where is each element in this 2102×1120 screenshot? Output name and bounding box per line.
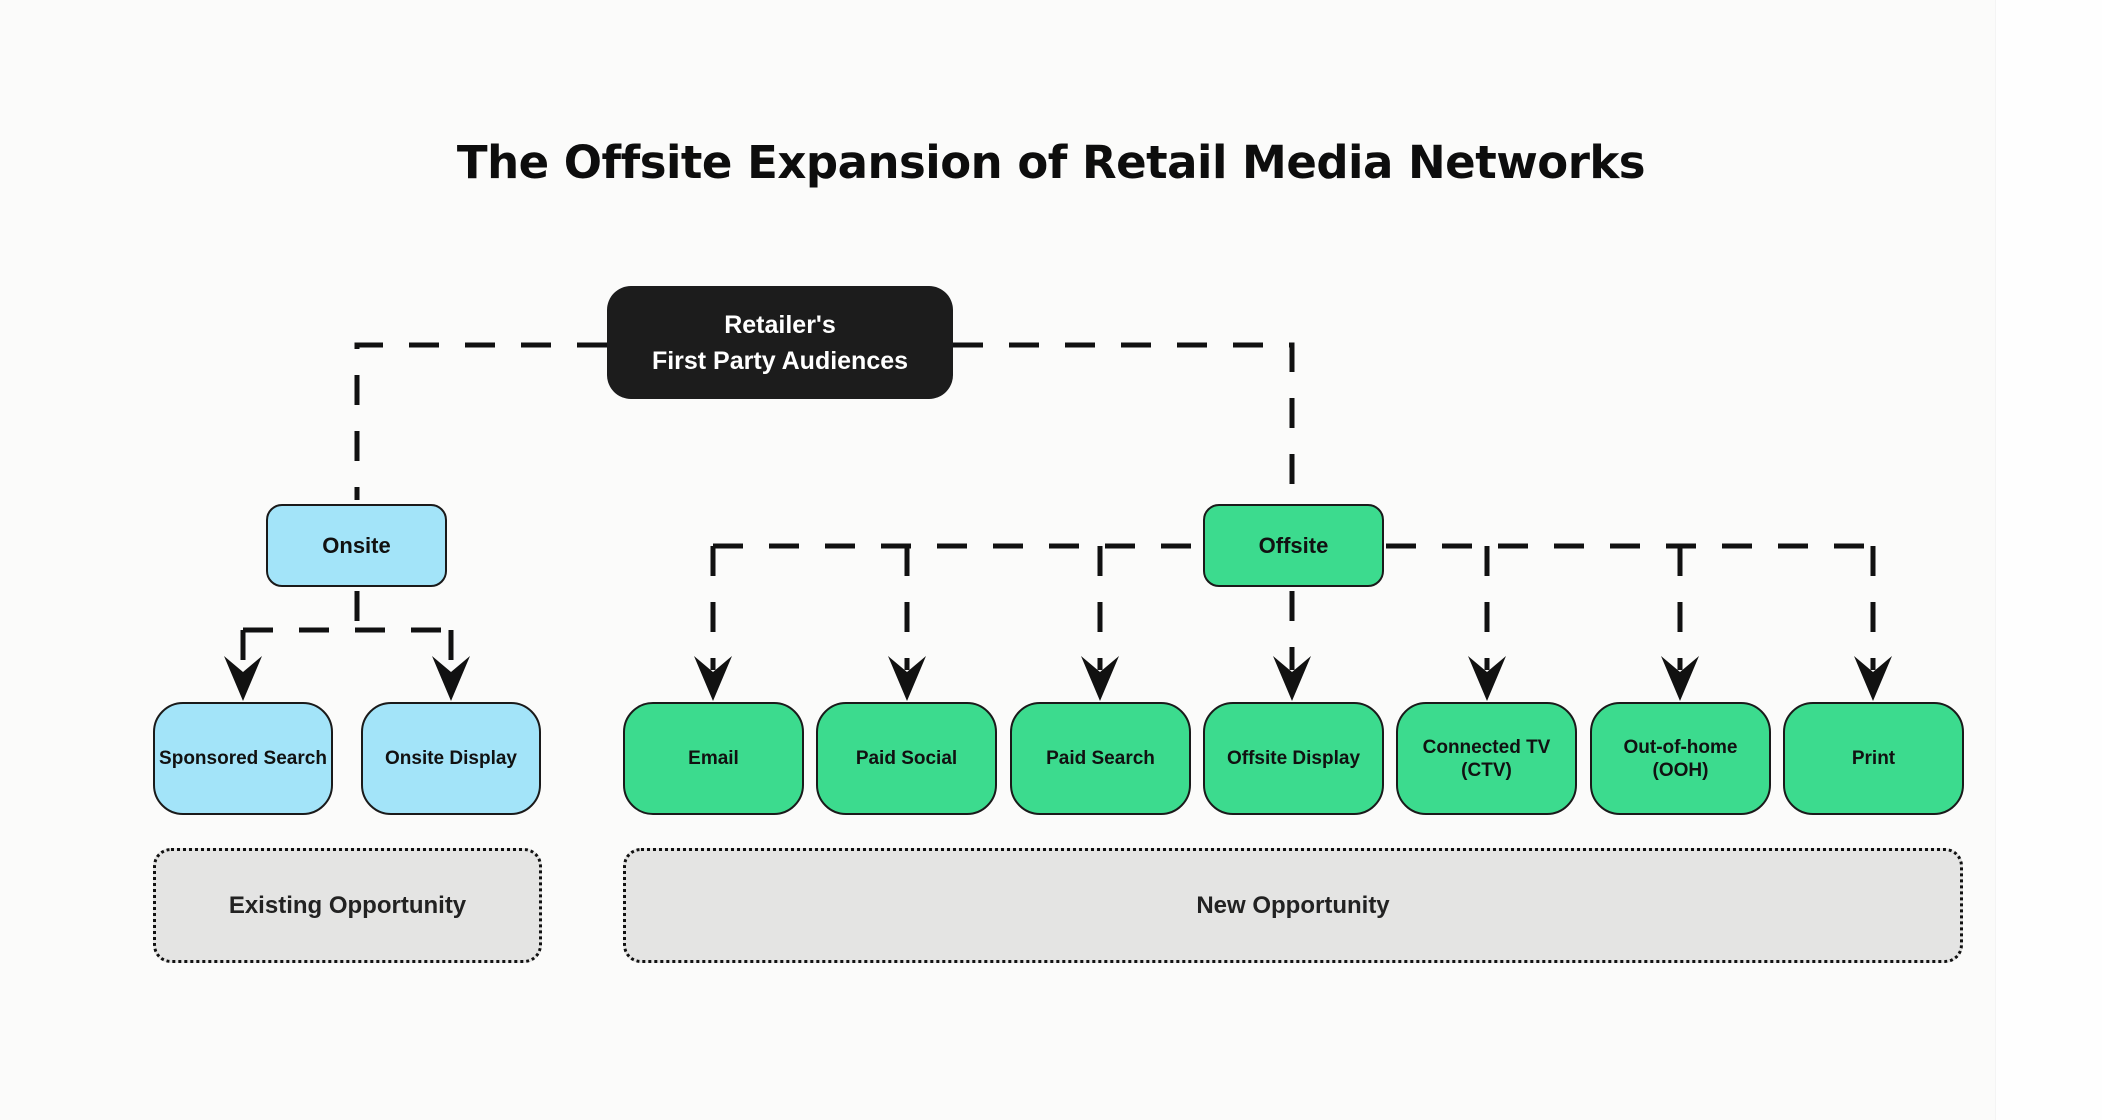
arrowhead-email [694,656,732,701]
node-offsite: Offsite [1203,504,1384,587]
node-offsite-display: Offsite Display [1203,702,1384,815]
node-connected-tv: Connected TV (CTV) [1396,702,1577,815]
connected-tv-label: Connected TV (CTV) [1422,736,1551,781]
node-out-of-home: Out-of-home (OOH) [1590,702,1771,815]
sponsored-search-label: Sponsored Search [159,748,327,769]
print-label: Print [1851,748,1896,769]
node-onsite-display: Onsite Display [361,702,541,815]
new-opportunity-label: New Opportunity [1196,891,1390,919]
node-retailers-first-party-audiences: Retailer's First Party Audiences [607,286,953,399]
edge-root-to-offsite [953,342,1295,500]
new-opportunity-zone: New Opportunity [623,848,1963,963]
email-label: Email [688,748,739,769]
existing-opportunity-zone: Existing Opportunity [153,848,542,963]
paid-social-label: Paid Social [855,748,958,769]
arrowhead-offsite-display [1273,656,1311,701]
arrowhead-print [1854,656,1892,701]
root-label-line1: Retailer's [724,310,836,339]
arrowhead-connected-tv [1468,656,1506,701]
existing-opportunity-label: Existing Opportunity [228,891,467,919]
root-label-line2: First Party Audiences [651,346,909,375]
onsite-label: Onsite [322,532,391,558]
arrowhead-sponsored-search [224,656,262,701]
out-of-home-label: Out-of-home (OOH) [1623,736,1738,781]
paid-search-label: Paid Search [1046,748,1155,769]
arrowhead-out-of-home [1661,656,1699,701]
node-email: Email [623,702,804,815]
node-paid-social: Paid Social [816,702,997,815]
node-sponsored-search: Sponsored Search [153,702,333,815]
arrowhead-onsite-display [432,656,470,701]
onsite-display-label: Onsite Display [385,748,517,769]
arrowhead-paid-social [888,656,926,701]
arrowhead-paid-search [1081,656,1119,701]
edge-root-to-onsite [354,342,607,500]
offsite-display-label: Offsite Display [1226,748,1361,769]
offsite-label: Offsite [1258,532,1329,558]
node-paid-search: Paid Search [1010,702,1191,815]
right-margin-strip [1995,0,2102,1120]
node-print: Print [1783,702,1964,815]
diagram-title: The Offsite Expansion of Retail Media Ne… [456,136,1646,189]
node-onsite: Onsite [266,504,447,587]
